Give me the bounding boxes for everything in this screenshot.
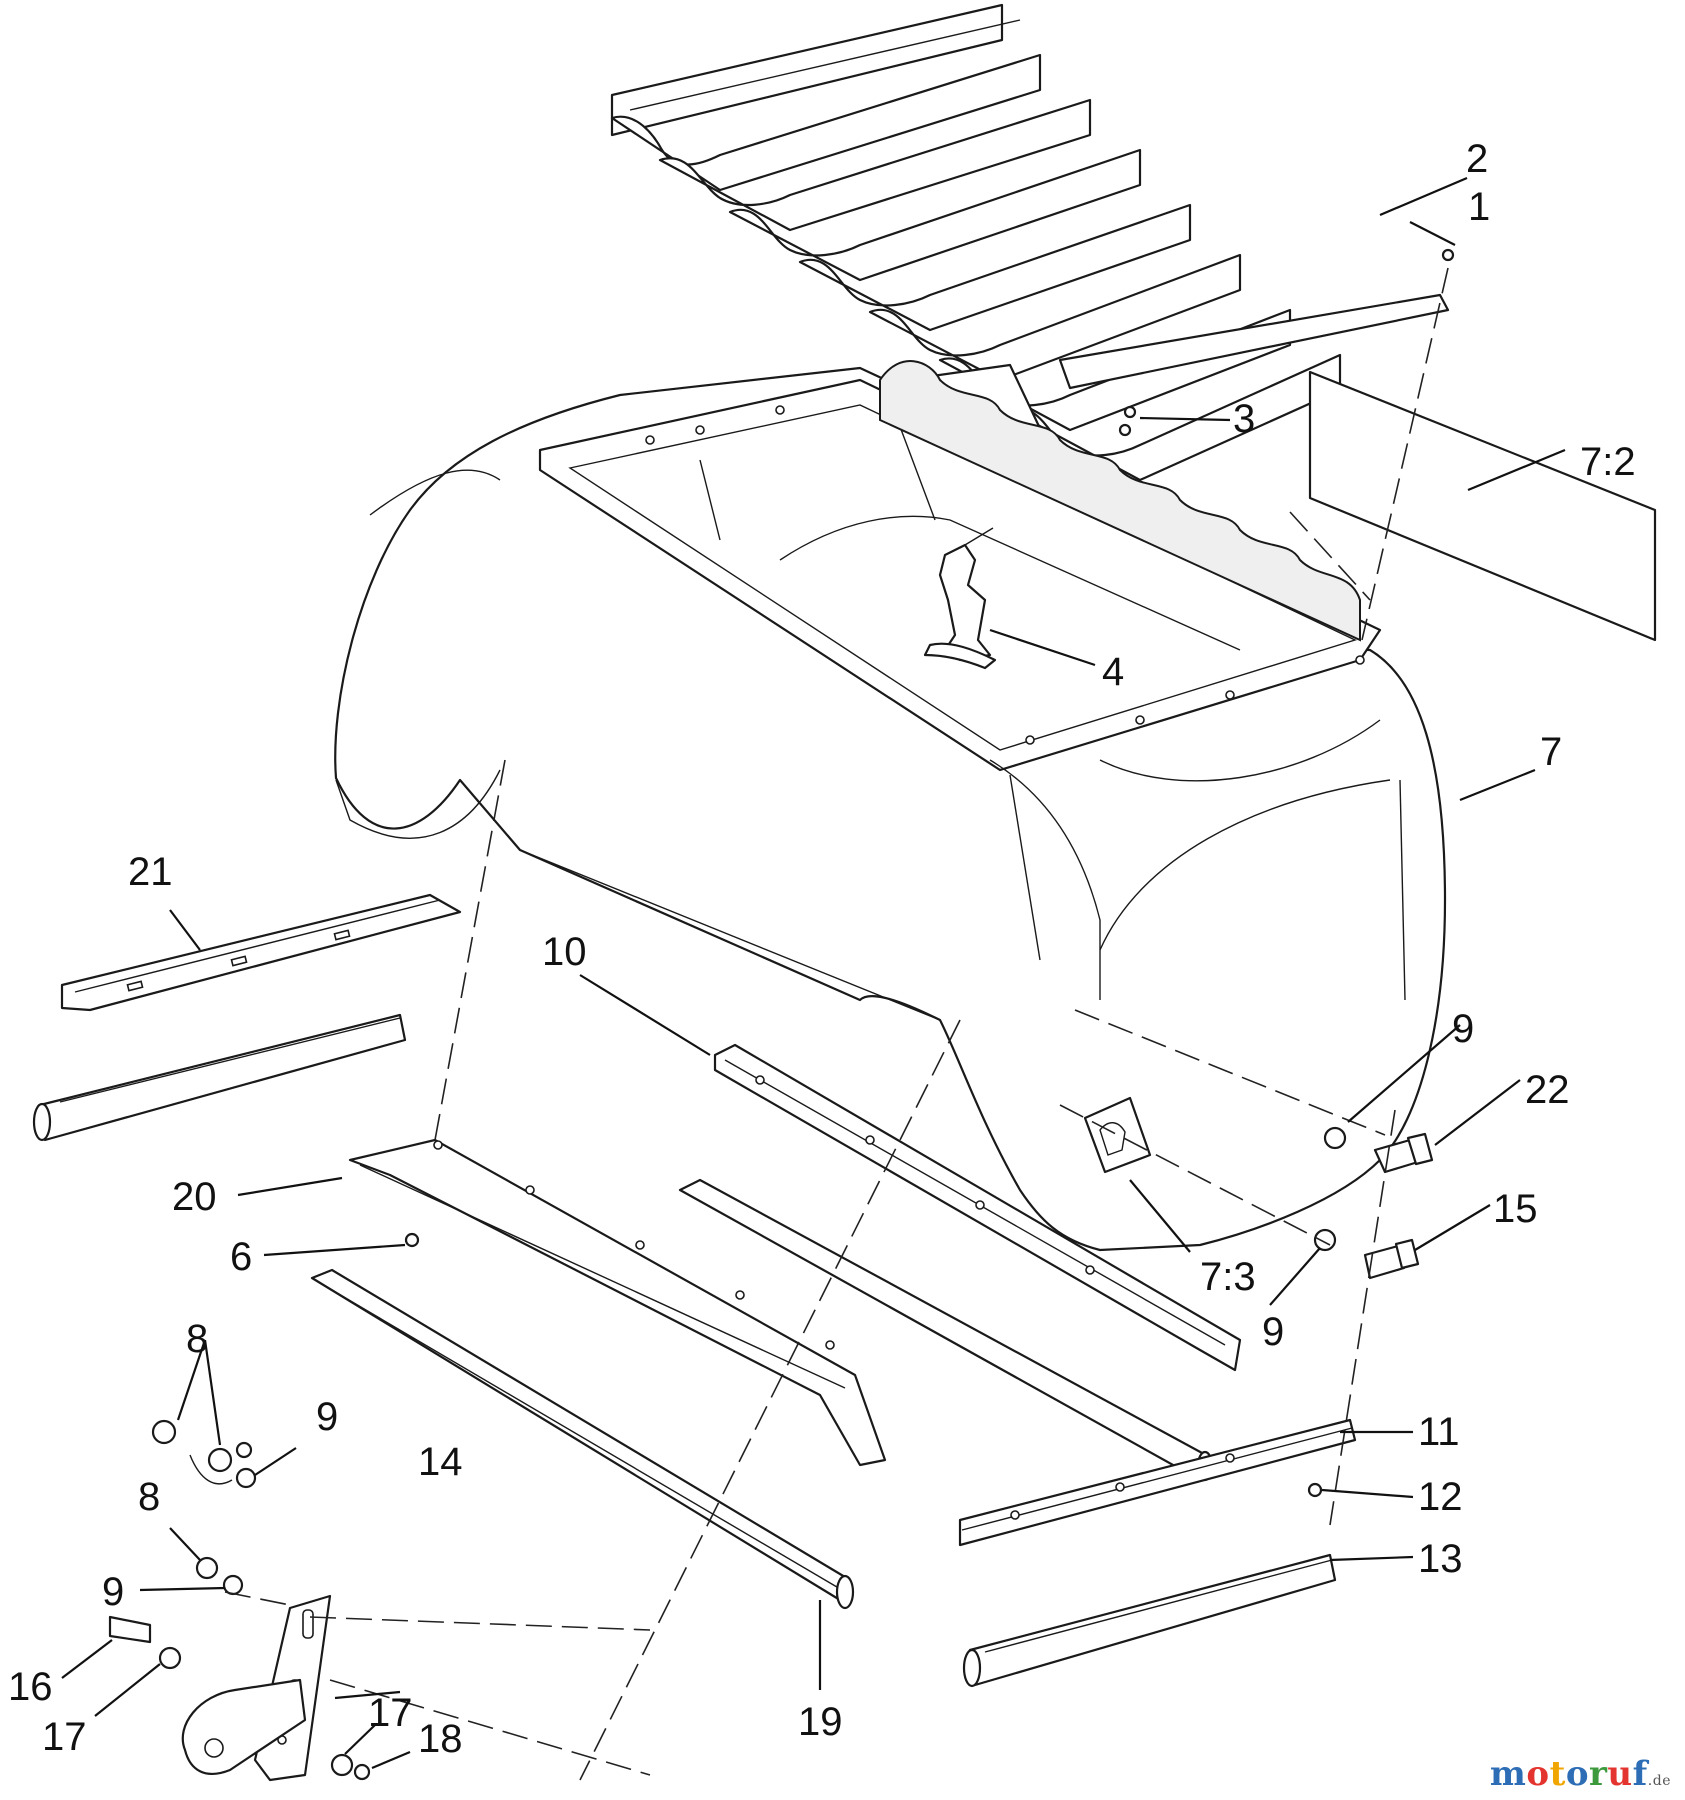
callout-16: 16 bbox=[8, 1665, 53, 1709]
rod-19-part bbox=[310, 1268, 855, 1610]
callout-labels: 1 2 3 4 7:2 7 21 10 9 22 20 15 6 7:3 9 8… bbox=[8, 137, 1636, 1761]
angle-10-part bbox=[713, 1043, 1242, 1372]
angle-11-part bbox=[958, 1418, 1357, 1547]
callout-9a: 9 bbox=[1452, 1007, 1474, 1051]
bracket-20-part bbox=[348, 1138, 887, 1467]
rod-left-upper-part bbox=[32, 1013, 407, 1142]
callout-21: 21 bbox=[128, 850, 173, 894]
rod-13-part bbox=[962, 1553, 1337, 1688]
callout-7-2: 7:2 bbox=[1580, 440, 1636, 484]
callout-17a: 17 bbox=[368, 1691, 413, 1735]
callout-17b: 17 bbox=[42, 1715, 87, 1759]
callout-10: 10 bbox=[542, 930, 587, 974]
watermark-letter: o bbox=[1526, 1754, 1550, 1794]
watermark-letter: t bbox=[1549, 1754, 1566, 1794]
callout-2: 2 bbox=[1466, 137, 1488, 181]
decal-7-3-part bbox=[1083, 1096, 1152, 1174]
decal-7-2-part bbox=[1308, 370, 1657, 642]
motoruf-watermark-logo: motoruf.de bbox=[1490, 1754, 1671, 1794]
hopper-body-part bbox=[334, 360, 1447, 1252]
watermark-letter: m bbox=[1489, 1754, 1527, 1794]
link-plate-14-part bbox=[181, 1594, 332, 1782]
callout-15: 15 bbox=[1493, 1187, 1538, 1231]
leader-lines bbox=[61, 176, 1566, 1770]
callout-8b: 8 bbox=[138, 1475, 160, 1519]
callout-14: 14 bbox=[418, 1440, 463, 1484]
strip-21-part bbox=[60, 893, 462, 1012]
callout-6: 6 bbox=[230, 1235, 252, 1279]
callout-22: 22 bbox=[1525, 1068, 1570, 1112]
hardware-parts bbox=[108, 248, 1455, 1781]
callout-3: 3 bbox=[1233, 397, 1255, 441]
callout-8a: 8 bbox=[186, 1317, 208, 1361]
callout-9c: 9 bbox=[316, 1395, 338, 1439]
callout-11: 11 bbox=[1418, 1410, 1460, 1454]
callout-13: 13 bbox=[1418, 1537, 1463, 1581]
callout-9d: 9 bbox=[102, 1570, 124, 1614]
callout-9b: 9 bbox=[1262, 1310, 1284, 1354]
callout-12: 12 bbox=[1418, 1475, 1463, 1519]
callout-19: 19 bbox=[798, 1700, 843, 1744]
watermark-letter: o bbox=[1565, 1754, 1589, 1794]
watermark-letters: motoruf bbox=[1490, 1754, 1648, 1794]
callout-18: 18 bbox=[418, 1717, 463, 1761]
watermark-letter: r bbox=[1589, 1754, 1608, 1794]
callout-1: 1 bbox=[1468, 185, 1490, 229]
callout-7: 7 bbox=[1540, 730, 1562, 774]
corrugated-cover-part bbox=[610, 3, 1450, 482]
latch-part bbox=[923, 527, 997, 670]
assembly-lines bbox=[224, 267, 1449, 1781]
watermark-letter: u bbox=[1607, 1754, 1633, 1794]
callout-20: 20 bbox=[172, 1175, 217, 1219]
watermark-suffix: .de bbox=[1647, 1773, 1671, 1789]
callout-4: 4 bbox=[1102, 650, 1124, 694]
callout-7-3: 7:3 bbox=[1200, 1255, 1256, 1299]
watermark-letter: f bbox=[1632, 1754, 1648, 1794]
